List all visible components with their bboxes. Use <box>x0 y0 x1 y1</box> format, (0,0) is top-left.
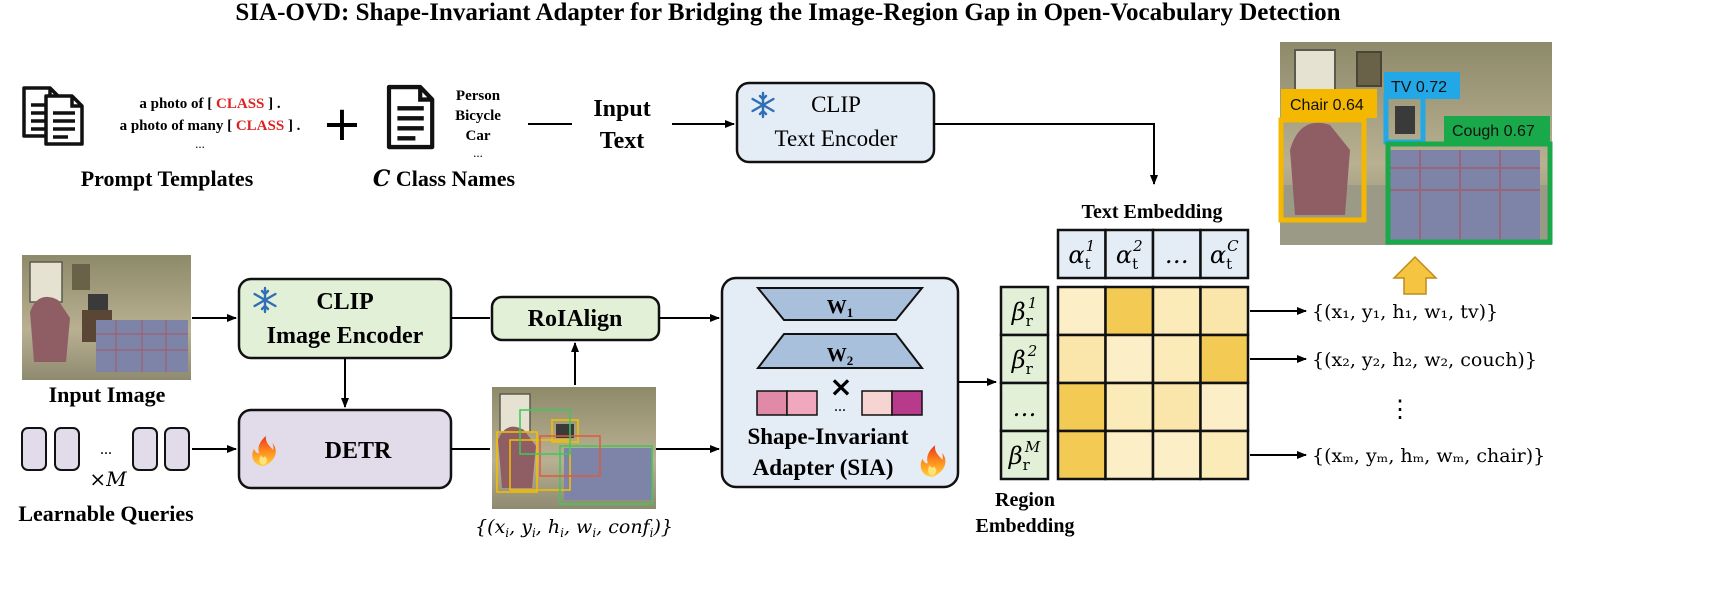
similarity-cell <box>1199 381 1250 433</box>
class-name-1: Person <box>456 88 501 104</box>
output-detection: {(x₁, y₁, h₁, w₁, tv)} <box>1312 301 1498 323</box>
prompt-templates-caption: Prompt Templates <box>81 166 254 191</box>
w2-label: W2 <box>827 344 854 368</box>
output-detection: {(x₂, y₂, h₂, w₂, couch)} <box>1312 349 1537 371</box>
tv-label-bg <box>1384 72 1460 99</box>
similarity-cell <box>1056 381 1107 433</box>
couch-label-bg <box>1444 116 1550 144</box>
class-name-2: Bicycle <box>455 108 501 124</box>
similarity-cell <box>1151 333 1202 385</box>
similarity-cell <box>1151 429 1202 481</box>
sia-dots: ... <box>834 398 846 415</box>
multiply-sign: × <box>829 370 852 403</box>
clip-text-encoder-box <box>735 81 936 164</box>
region-embedding-cell-label: … <box>1013 394 1037 422</box>
output-detection-image: Chair 0.64 TV 0.72 Cough 0.67 <box>1278 42 1553 245</box>
clip-text-encoder-line1: CLIP <box>811 92 861 117</box>
plus-sign: + <box>322 96 362 152</box>
chair-label-bg <box>1281 89 1377 118</box>
input-text-line1: Input <box>593 96 650 122</box>
detection-outputs: {(x₁, y₁, h₁, w₁, tv)} {(x₂, y₂, h₂, w₂, … <box>1250 301 1545 467</box>
similarity-cell <box>1199 429 1250 481</box>
similarity-cell <box>1056 285 1107 337</box>
roialign-label: RoIAlign <box>528 306 623 332</box>
output-ellipsis: ⋮ <box>1388 397 1412 423</box>
learnable-queries-caption: Learnable Queries <box>18 501 194 526</box>
text-embedding-cell <box>1104 228 1155 280</box>
clip-image-encoder-line2: Image Encoder <box>267 323 424 349</box>
input-image-caption: Input Image <box>49 382 166 407</box>
chair-detection-box <box>1278 117 1367 223</box>
queries-count: ×M <box>89 467 127 491</box>
up-arrow-icon <box>1392 255 1438 295</box>
clip-text-encoder-line2: Text Encoder <box>775 126 898 151</box>
similarity-cell <box>1104 333 1155 385</box>
region-embedding-cell-label: βrM <box>1008 438 1041 474</box>
region-embedding-line2: Embedding <box>976 515 1075 537</box>
couch-label: Cough 0.67 <box>1452 123 1535 140</box>
similarity-cell <box>1104 429 1155 481</box>
prompt-templates-icon <box>22 86 84 146</box>
clip-image-encoder-line1: CLIP <box>316 289 373 315</box>
text-embedding-title: Text Embedding <box>1082 201 1223 223</box>
similarity-matrix <box>1056 285 1250 481</box>
similarity-cell <box>1151 381 1202 433</box>
region-embedding-cell-label: βr2 <box>1011 342 1038 378</box>
class-names-caption: C Class Names <box>373 166 516 192</box>
tv-label: TV 0.72 <box>1391 79 1447 96</box>
diagram-title: SIA-OVD: Shape-Invariant Adapter for Bri… <box>235 0 1340 26</box>
region-embedding-column: βr1 βr2 … βrM <box>999 285 1050 481</box>
similarity-cell <box>1151 285 1202 337</box>
text-encoder-to-embedding-arrow <box>934 123 1158 185</box>
text-embedding-cell-label: αt1 <box>1068 237 1095 273</box>
similarity-cell <box>1104 285 1155 337</box>
similarity-cell <box>1199 285 1250 337</box>
region-embedding-cell-label: βr1 <box>1011 294 1038 330</box>
input-image <box>22 255 191 380</box>
prompt-line-1: a photo of [ CLASS ] . <box>139 96 281 112</box>
class-name-3: Car <box>466 128 491 144</box>
detr-label: DETR <box>325 438 392 464</box>
sia-feature-vectors <box>756 390 923 416</box>
prompt-line-2: a photo of many [ CLASS ] . <box>120 118 301 134</box>
text-embedding-cell-label: αt2 <box>1116 237 1143 273</box>
sia-line2: Adapter (SIA) <box>753 455 894 480</box>
text-embedding-row: αt1 αt2 … αtC <box>1056 228 1250 280</box>
text-embedding-cell-label: … <box>1165 241 1189 269</box>
similarity-cell <box>1104 381 1155 433</box>
output-detection: {(xₘ, yₘ, hₘ, wₘ, chair)} <box>1312 445 1545 467</box>
similarity-cell <box>1056 333 1107 385</box>
w2-trapezoid <box>755 333 925 369</box>
w1-label: W1 <box>827 296 854 320</box>
queries-dots: ... <box>100 441 112 458</box>
similarity-cell <box>1056 429 1107 481</box>
learnable-queries <box>21 427 190 471</box>
chair-label: Chair 0.64 <box>1290 97 1364 114</box>
region-embedding-cell <box>999 429 1050 481</box>
class-name-dots: ... <box>473 145 483 160</box>
text-embedding-cell <box>1199 228 1250 280</box>
similarity-cell <box>1199 333 1250 385</box>
prompt-line-3: ... <box>195 136 205 151</box>
text-embedding-cell-label: αtC <box>1210 237 1239 273</box>
class-names-icon <box>389 87 432 147</box>
region-embedding-line1: Region <box>995 489 1055 511</box>
proposal-formula: {(xi, yi, hi, wi, confi)} <box>475 516 673 540</box>
proposal-boxes-image <box>492 387 656 509</box>
w1-trapezoid <box>755 287 925 321</box>
sia-line1: Shape-Invariant <box>747 424 908 449</box>
input-text-line2: Text <box>600 128 644 154</box>
